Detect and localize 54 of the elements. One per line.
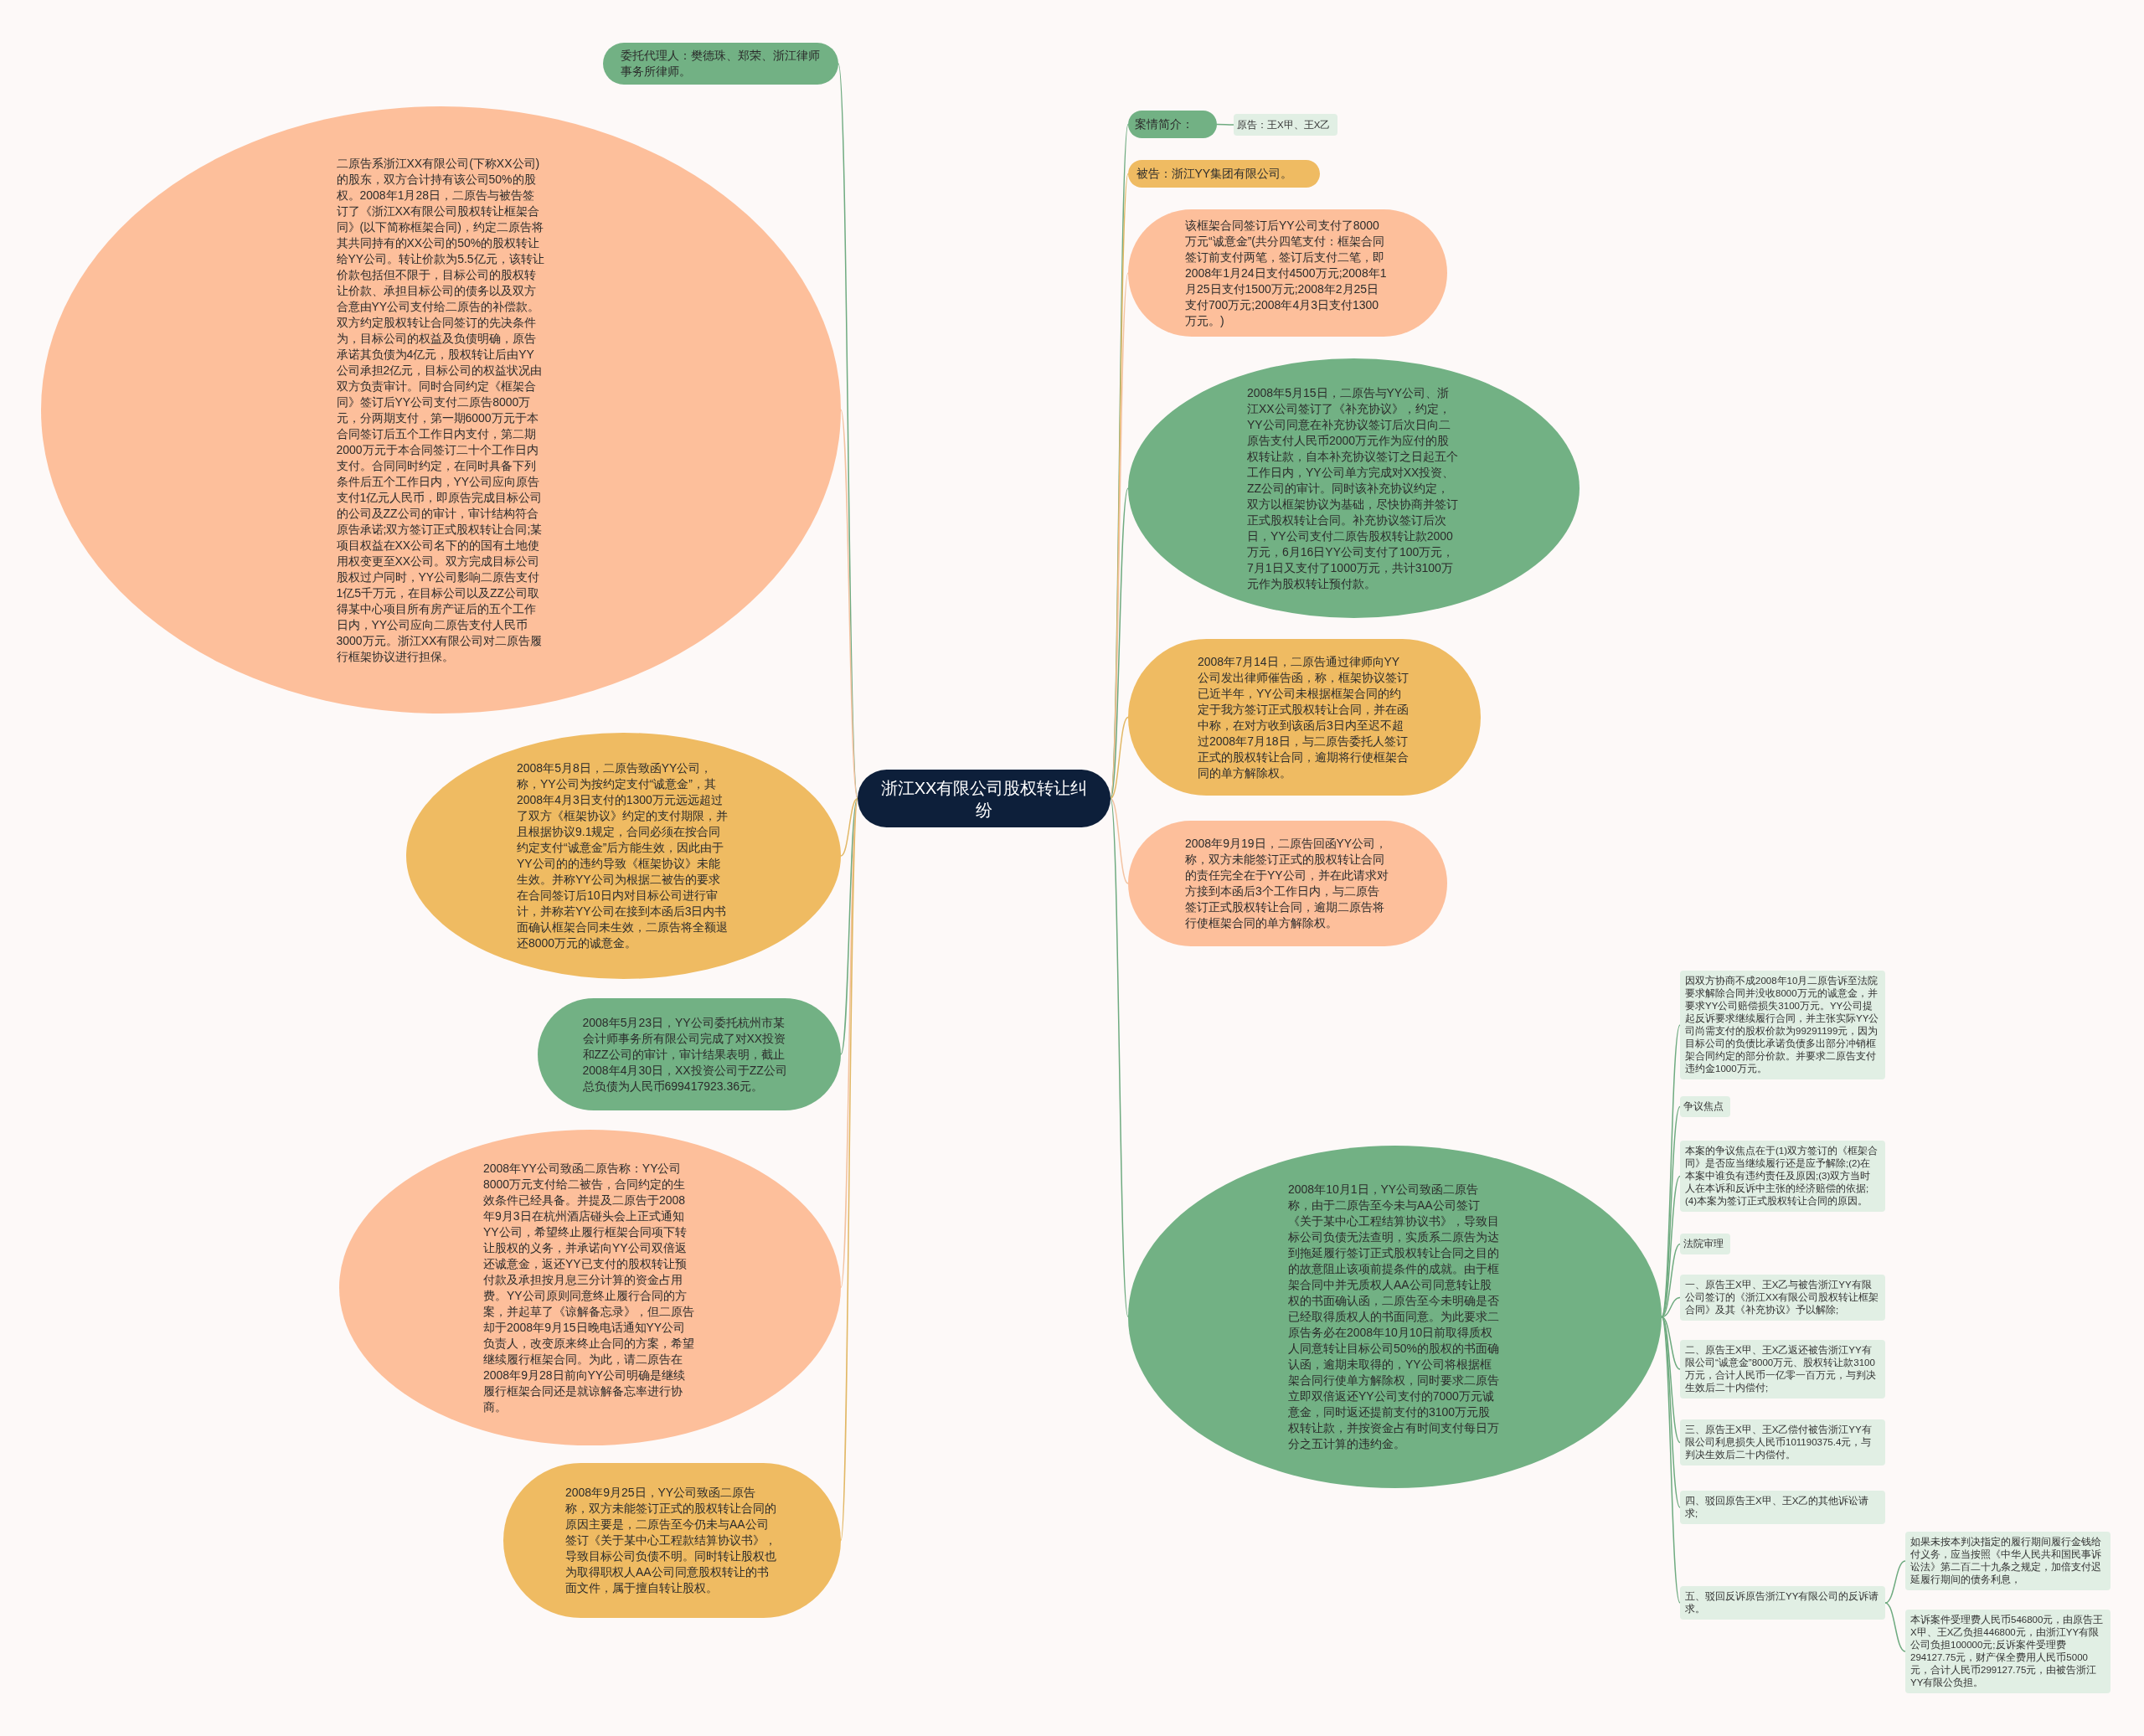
- subtopic-card: [1680, 1419, 1885, 1466]
- subtopic-card: [1680, 1234, 1730, 1254]
- topic-text: 委托代理人：樊德珠、郑荣、浙江律师事务所律师。: [620, 48, 821, 80]
- connector-line: [1110, 797, 1129, 884]
- topic-text: 2008年9月25日，YY公司致函二原告称，双方未能签订正式的股权转让合同的原因主要是，二原告至今仍未与AA公司签订《关于某中心工程款结算协议书》，导致目标公司负债不明。同时转让股权也为取得职权人AA公司同意股权转让的书面文件，属于擅自转让股权。: [565, 1485, 777, 1596]
- central-topic: [858, 770, 1111, 827]
- topic-text: 二原告系浙江XX有限公司(下称XX公司)的股东，双方合计持有该公司50%的股权。2008年1月28日，二原告与被告签订了《浙江XX有限公司股权转让框架合同》(以下简称框架合同)，约定二原告将其共同持有的XX公司的50%的股权转让给YY公司。转让价款为5.5亿元，该转让价款包括但不限于，目标公司的股权转让价款、承担目标公司的债务以及双方合意由YY公司支付给二原告的补偿款。双方约定股权转让合同签订的先决条件为，目标公司的权益及负债明确，原告承诺其负债为4亿元，股权转让后由YY公司承担2亿元，目标公司的权益状况由双方负责审计。同时合同约定《框架合同》签订后YY公司支付二原告8000万元，分两期支付，第一期6000万元于本合同签订后五个工作日内支付，第二期2000万元于本合同签订二十个工作日内支付。合同同时约定，在同时具备下列条件后五个工作日内，YY公司应向原告支付1亿元人民币，即原告完成目标公司的公司及ZZ公司的审计，审计结构符合原告承诺;双方签订正式股权转让合同;某项目权益在XX公司名下的的国有土地使用权变更至XX公司。双方完成目标公司股权过户同时，YY公司影响二原告支付1亿5千万元，在目标公司以及ZZ公司取得某中心项目所有房产证后的五个工作日内，YY公司应向二原告支付人民币3000万元。浙江XX有限公司对二原告履行框架协议进行担保。: [336, 155, 545, 665]
- topic-pill: [1128, 111, 1217, 138]
- topic-text: 2008年5月8日，二原告致函YY公司，称，YY公司为按约定支付“诚意金”，其2008年4月3日支付的1300万元远远超过了双方《框架协议》约定的支付期限，并且根据协议9.1规定，合同必须在按合同约定支付“诚意金”后方能生效，因此由于YY公司的的违约导致《框架协议》未能生效。并称YY公司为根据二被告的要求在合同签订后10日内对目标公司进行审计，并称若YY公司在接到本函后3日内书面确认框架合同未生效，二原告将全额退还8000万元的诚意金。: [517, 760, 729, 951]
- subtopic-card: [1680, 1096, 1730, 1117]
- connector-line: [1110, 716, 1129, 800]
- connector-line: [1661, 1316, 1681, 1370]
- subtopic-card: [1680, 1275, 1885, 1321]
- topic-text: 2008年7月14日，二原告通过律师向YY公司发出律师催告函，称，框架协议签订已近半年，YY公司未根据框架合同的约定于我方签订正式股权转让合同，并在函中称，在对方收到该函后3日内至迟不超过2008年7月18日，与二原告委托人签订正式的股权转让合同，逾期将行使框架合同的单方解除权。: [1198, 653, 1410, 781]
- subtopic-card: [1680, 1491, 1885, 1524]
- connector-line: [1661, 1316, 1681, 1508]
- topic-pill: [503, 1463, 841, 1618]
- topic-text: 2008年5月15日，二原告与YY公司、浙江XX公司签订了《补充协议》，约定，YY公司同意在补充协议签订后次日向二原告支付人民币2000万元作为应付的股权转让款，自本补充协议签订之日起五个工作日内，YY公司单方完成对XX投资、ZZ公司的审计。同时该补充协议约定，双方以框架协议为基础，尽快协商并签订正式股权转让合同。补充协议签订后次日，YY公司支付二原告股权转让款2000万元，6月16日YY公司支付了100万元，7月1日又支付了1000万元，共计3100万元作为股权转让预付款。: [1247, 384, 1459, 592]
- topic-text: 二、原告王X甲、王X乙返还被告浙江YY有限公司“诚意金”8000万元、股权转让款3100万元，合计人民币一亿零一百万元，与判决生效后二十内偿付;: [1685, 1344, 1877, 1394]
- topic-text: 本诉案件受理费人民币546800元，由原告王X甲、王X乙负担446800元，由浙江YY有限公司负担100000元;反诉案件受理费294127.75元，财产保全费用人民币5000元，合计人民币299127.75元，由被告浙江YY有限公负担。: [1910, 1614, 2105, 1689]
- subtopic-card: [1680, 1141, 1885, 1212]
- topic-text: 2008年10月1日，YY公司致函二原告称，由于二原告至今未与AA公司签订《关于某中心工程结算协议书》，导致目标公司负债无法查明，实质系二原告为达到拖延履行签订正式股权转让合同之目的的故意阻止该项前提条件的成就。由于框架合同中并无质权人AA公司同意转让股权的书面确认函，二原告至今未明确是否已经取得质权人的书面同意。为此要求二原告务必在2008年10月10日前取得质权人同意转让目标公司50%的股权的书面确认函，逾期未取得的，YY公司将根据框架合同行使单方解除权，同时要求二原告立即双倍返还YY公司支付的7000万元诚意金，同时返还提前支付的3100万元股权转让款，并按资金占有时间支付每日万分之五计算的违约金。: [1288, 1182, 1501, 1452]
- topic-text: 本案的争议焦点在于(1)双方签订的《框架合同》是否应当继续履行还是应予解除;(2)在本案中谁负有违约责任及原因;(3)双方当时人在本诉和反诉中主张的经济赔偿的依据;(4)本案为签订正式股权转让合同的原因。: [1685, 1145, 1879, 1208]
- connector-line: [840, 797, 858, 857]
- topic-text: 案情简介：: [1135, 116, 1194, 132]
- subtopic-card: [1905, 1532, 2110, 1590]
- connector-line: [1884, 1560, 1906, 1604]
- topic-pill: [1128, 160, 1320, 188]
- topic-text: 五、驳回反诉原告浙江YY有限公司的反诉请求。: [1685, 1590, 1880, 1615]
- topic-pill: [1128, 209, 1447, 337]
- topic-text: 2008年9月19日，二原告回函YY公司，称，双方未能签订正式的股权转让合同的责任完全在于YY公司，并在此请求对方接到本函后3个工作日内，与二原告签订正式股权转让合同，逾期二原告将行使框架合同的单方解除权。: [1185, 836, 1389, 931]
- topic-text: 争议焦点: [1683, 1100, 1724, 1113]
- topic-text: 2008年YY公司致函二原告称：YY公司8000万元支付给二被告，合同约定的生效条件已经具备。并提及二原告于2008年9月3日在杭州酒店碰头会上正式通知YY公司，希望终止履行框架合同项下转让股权的义务，并承诺向YY公司双倍返还诚意金，返还YY已支付的股权转让预付款及承担按月息三分计算的资金占用费。YY公司原则同意终止履行合同的方案，并起草了《谅解备忘录》，但二原告却于2008年9月15日晚电话通知YY公司负责人，改变原来终止合同的方案，希望继续履行框架合同。为此，请二原告在2008年9月28日前向YY公司明确是继续履行框架合同还是就谅解备忘率进行协商。: [483, 1160, 695, 1415]
- connector-line: [1884, 1602, 1906, 1652]
- subtopic-card: [1234, 114, 1337, 136]
- connector-line: [1661, 1316, 1681, 1444]
- topic-text: 2008年5月23日，YY公司委托杭州市某会计师事务所有限公司完成了对XX投资和ZZ公司的审计，审计结果表明，截止2008年4月30日，XX投资公司于ZZ公司总负债为人民币699417923.36元。: [582, 1014, 788, 1095]
- topic-text: 被告：浙江YY集团有限公司。: [1136, 166, 1294, 182]
- topic-text: 四、驳回原告王X甲、王X乙的其他诉讼请求;: [1685, 1495, 1870, 1520]
- connector-line: [1216, 123, 1234, 126]
- connector-line: [1661, 1243, 1681, 1318]
- subtopic-card: [1680, 1340, 1885, 1399]
- topic-text: 法院审理: [1683, 1238, 1724, 1250]
- connector-line: [840, 409, 858, 800]
- topic-text: 因双方协商不成2008年10月二原告诉至法院要求解除合同并没收8000万元的诚意金，并要求YY公司赔偿损失3100万元。YY公司提起反诉要求继续履行合同，并主张实际YY公司尚需支付的股权价款为99291199元，因为目标公司的负债比承诺负债多出部分冲销框架合同约定的部分价款。并要求二原告支付违约金1000万元。: [1685, 975, 1880, 1075]
- topic-text: 一、原告王X甲、王X乙与被告浙江YY有限公司签订的《浙江XX有限公司股权转让框架合同》及其《补充协议》予以解除;: [1685, 1279, 1880, 1316]
- topic-text: 如果未按本判决指定的履行期间履行金钱给付义务，应当按照《中华人民共和国民事诉讼法》第二百二十九条之规定，加倍支付迟延履行期间的债务利息，: [1910, 1536, 2102, 1586]
- title-text: 浙江XX有限公司股权转让纠纷: [879, 777, 1089, 821]
- topic-text: 三、原告王X甲、王X乙偿付被告浙江YY有限公司利息损失人民币101190375.4元，与判决生效后二十内偿付。: [1685, 1424, 1873, 1461]
- topic-text: 该框架合同签订后YY公司支付了8000万元“诚意金”(共分四笔支付：框架合同签订前支付两笔，签订后支付二笔，即2008年1月24日支付4500万元;2008年1月25日支付1500万元;2008年2月25日支付700万元;2008年4月3日支付1300万元。): [1185, 217, 1388, 329]
- topic-text: 原告：王X甲、王X乙: [1237, 118, 1332, 131]
- topic-pill: [603, 43, 838, 85]
- subtopic-card: [1680, 1586, 1885, 1620]
- connector-line: [1661, 1296, 1681, 1318]
